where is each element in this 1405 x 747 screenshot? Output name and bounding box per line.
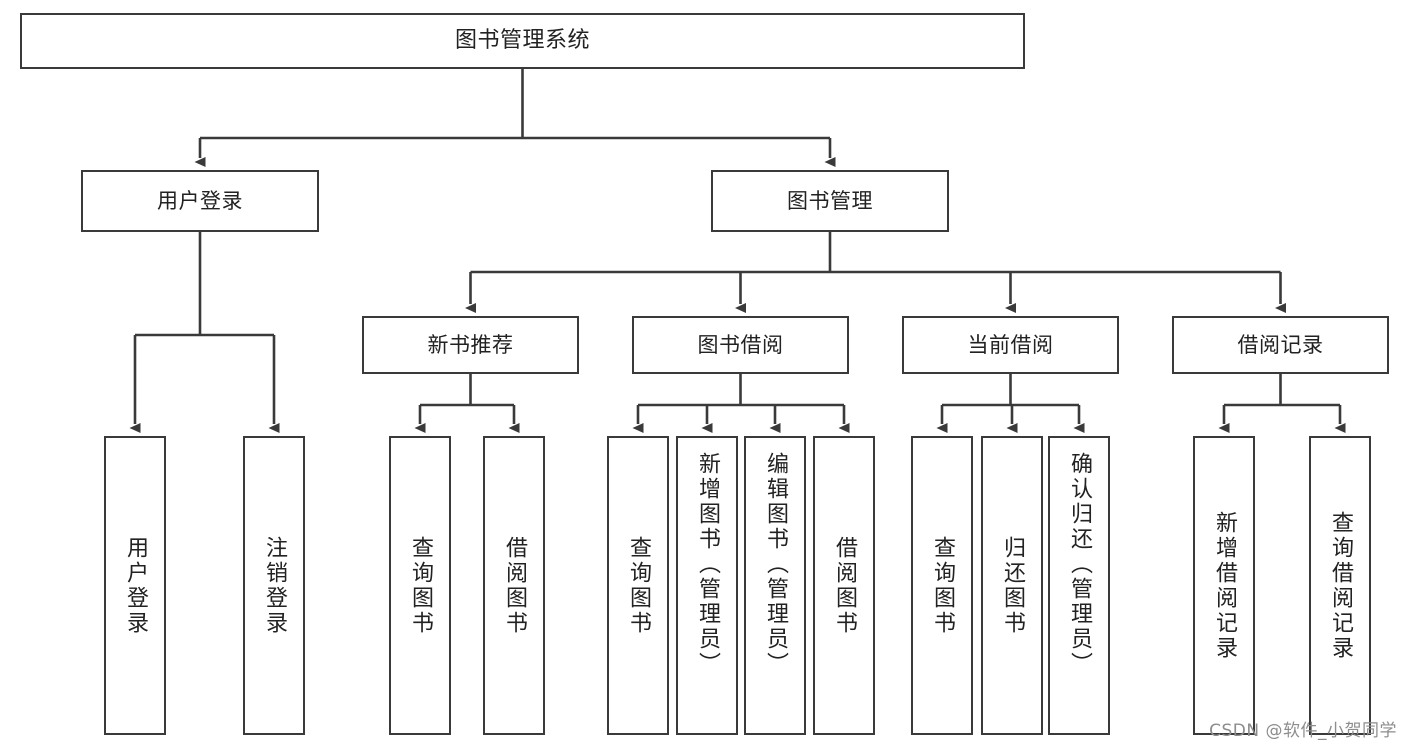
node-user-login[interactable]: 用户登录	[81, 170, 319, 232]
node-current-borrow-label: 当前借阅	[967, 332, 1054, 357]
node-leaf-add-book[interactable]: 新增图书（管理员）	[676, 436, 738, 735]
node-new-book-rec-label: 新书推荐	[427, 332, 514, 357]
node-borrow-record[interactable]: 借阅记录	[1172, 316, 1389, 374]
node-leaf-add-book-label: 新增图书（管理员）	[695, 452, 720, 677]
node-leaf-query-record[interactable]: 查询借阅记录	[1309, 436, 1371, 735]
node-leaf-query-book-1[interactable]: 查询图书	[389, 436, 451, 735]
node-leaf-borrow-book-2-label: 借阅图书	[832, 535, 857, 636]
node-root-system-label: 图书管理系统	[454, 28, 590, 54]
node-leaf-user-logout-label: 注销登录	[262, 535, 287, 636]
node-borrow-record-label: 借阅记录	[1237, 332, 1324, 357]
node-leaf-borrow-book-2[interactable]: 借阅图书	[813, 436, 875, 735]
node-leaf-query-book-3-label: 查询图书	[930, 535, 955, 636]
node-leaf-query-book-3[interactable]: 查询图书	[911, 436, 973, 735]
node-leaf-return-book-label: 归还图书	[1000, 535, 1025, 636]
node-leaf-add-record-label: 新增借阅记录	[1212, 510, 1237, 661]
node-book-manage-label: 图书管理	[787, 188, 873, 213]
node-leaf-query-record-label: 查询借阅记录	[1328, 510, 1353, 661]
node-leaf-query-book-2[interactable]: 查询图书	[607, 436, 669, 735]
node-user-login-label: 用户登录	[157, 188, 243, 213]
node-leaf-edit-book[interactable]: 编辑图书（管理员）	[744, 436, 806, 735]
node-book-borrow-label: 图书借阅	[697, 332, 784, 357]
node-leaf-borrow-book-1[interactable]: 借阅图书	[483, 436, 545, 735]
node-leaf-confirm-return[interactable]: 确认归还（管理员）	[1048, 436, 1110, 735]
node-leaf-query-book-1-label: 查询图书	[408, 535, 433, 636]
node-book-manage[interactable]: 图书管理	[711, 170, 949, 232]
node-leaf-edit-book-label: 编辑图书（管理员）	[763, 452, 788, 677]
watermark: CSDN @软件_小贺同学	[1209, 721, 1397, 741]
node-leaf-return-book[interactable]: 归还图书	[981, 436, 1043, 735]
node-leaf-user-logout[interactable]: 注销登录	[243, 436, 305, 735]
node-leaf-add-record[interactable]: 新增借阅记录	[1193, 436, 1255, 735]
node-current-borrow[interactable]: 当前借阅	[902, 316, 1119, 374]
node-leaf-confirm-return-label: 确认归还（管理员）	[1067, 452, 1092, 677]
node-root-system[interactable]: 图书管理系统	[20, 13, 1025, 69]
node-new-book-rec[interactable]: 新书推荐	[362, 316, 579, 374]
node-leaf-query-book-2-label: 查询图书	[626, 535, 651, 636]
node-book-borrow[interactable]: 图书借阅	[632, 316, 849, 374]
node-leaf-user-login[interactable]: 用户登录	[104, 436, 166, 735]
node-leaf-borrow-book-1-label: 借阅图书	[502, 535, 527, 636]
node-leaf-user-login-label: 用户登录	[123, 535, 148, 636]
